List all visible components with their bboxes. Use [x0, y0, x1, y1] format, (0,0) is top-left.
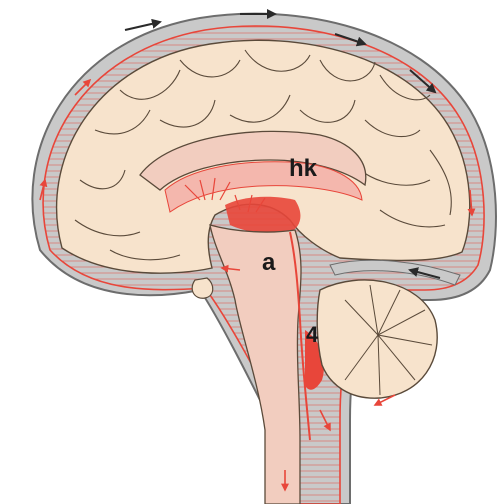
- pituitary: [192, 278, 213, 298]
- label-a: a: [262, 249, 276, 276]
- cerebellum: [317, 280, 437, 398]
- label-hk: hk: [289, 155, 318, 182]
- brainstem: [210, 225, 301, 504]
- label-4: 4: [306, 322, 319, 347]
